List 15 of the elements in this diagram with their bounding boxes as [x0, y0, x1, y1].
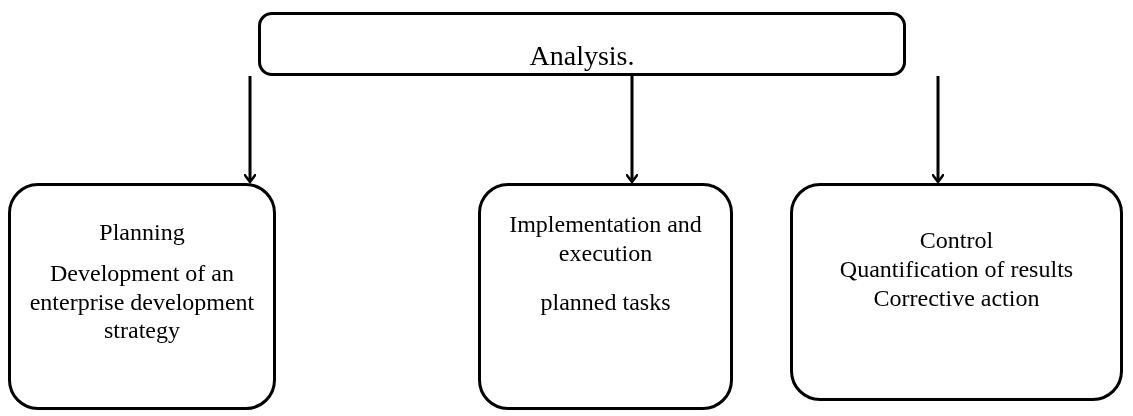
process-box — [790, 183, 1123, 401]
node-text: Implementation and execution — [508, 210, 703, 268]
node-text: Corrective action — [873, 283, 1040, 313]
node-text: Quantification of results — [839, 254, 1074, 284]
process-box — [8, 183, 276, 410]
process-box — [478, 183, 733, 410]
node-text: Development of an enterprise development strategy — [28, 258, 256, 346]
arrow — [930, 76, 946, 184]
node-text: Analysis. — [529, 39, 635, 73]
arrow — [242, 76, 258, 184]
node-text: Control — [919, 226, 994, 255]
node-text: Planning — [99, 218, 185, 247]
arrow — [624, 76, 640, 184]
node-text: planned tasks — [540, 287, 671, 317]
title-box — [258, 12, 906, 76]
